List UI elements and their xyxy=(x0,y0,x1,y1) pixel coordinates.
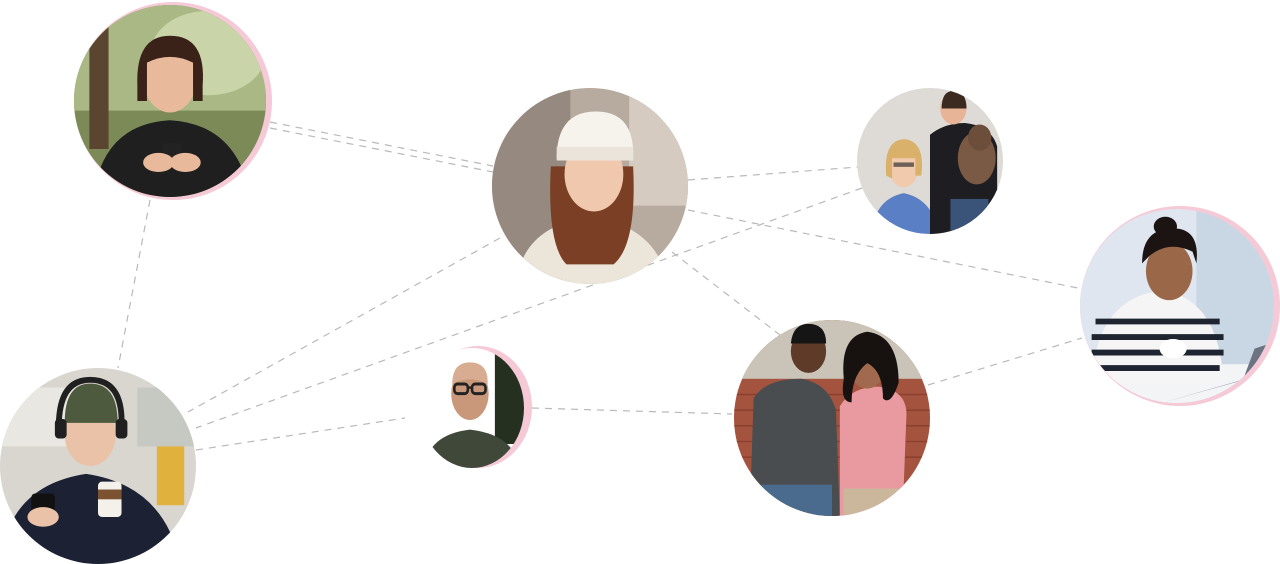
person-avatar-icon xyxy=(857,88,1003,234)
person-avatar-icon xyxy=(492,88,688,284)
person-avatar-icon xyxy=(734,320,930,516)
connection-line xyxy=(671,251,781,336)
avatar-man-headphones-coffee xyxy=(0,368,196,564)
connection-line xyxy=(927,337,1083,386)
avatar-couple-with-dog xyxy=(857,88,1003,234)
connection-line xyxy=(687,209,1079,289)
connection-line xyxy=(269,127,494,173)
avatar-woman-phone-park xyxy=(74,2,272,200)
person-avatar-icon xyxy=(74,5,266,197)
avatar-woman-laptop-coffee xyxy=(1080,206,1280,406)
avatar-couple-looking-phone xyxy=(734,320,930,516)
connection-line xyxy=(687,166,859,181)
avatar-bald-man-glasses xyxy=(420,346,532,470)
connection-line xyxy=(195,187,863,429)
connection-line xyxy=(269,121,494,167)
person-avatar-icon xyxy=(420,348,524,468)
connection-line xyxy=(195,417,406,451)
connection-line xyxy=(531,407,733,415)
person-avatar-icon xyxy=(1080,209,1274,403)
connection-line xyxy=(117,199,151,369)
avatar-woman-white-beanie xyxy=(492,88,688,284)
person-avatar-icon xyxy=(0,368,196,564)
